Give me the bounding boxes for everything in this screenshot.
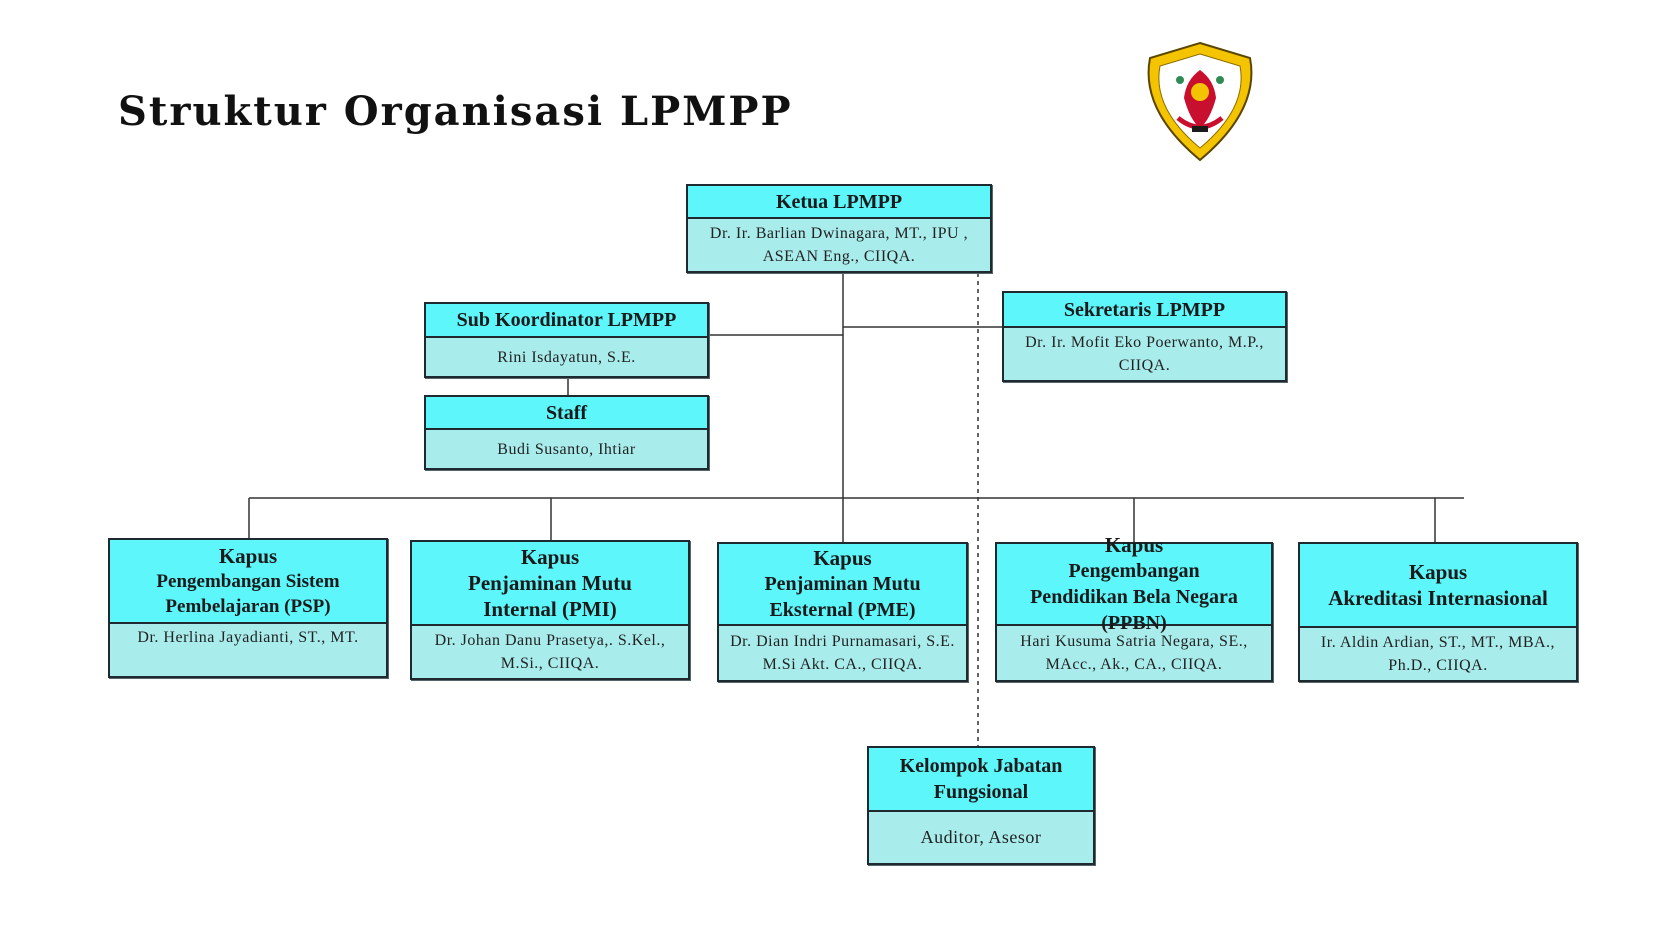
- kapus-pme-name: Dr. Dian Indri Purnamasari, S.E. M.Si Ak…: [730, 633, 955, 673]
- kelompok-jabatan-fungsional-box: Kelompok Jabatan Fungsional Auditor, Ase…: [867, 746, 1095, 865]
- kapus-pmi-name: Dr. Johan Danu Prasetya,. S.Kel., M.Si.,…: [434, 632, 666, 672]
- kapus-pme-box: Kapus Penjaminan Mutu Eksternal (PME) Dr…: [717, 542, 968, 682]
- ketua-box: Ketua LPMPP Dr. Ir. Barlian Dwinagara, M…: [686, 184, 992, 273]
- kapus-psp-unit: Pengembangan Sistem Pembelajaran (PSP): [156, 571, 340, 617]
- kapus-psp-label: Kapus: [218, 544, 278, 568]
- kapus-ai-name: Ir. Aldin Ardian, ST., MT., MBA., Ph.D.,…: [1320, 634, 1556, 674]
- staff-title: Staff: [426, 397, 707, 430]
- kapus-pmi-unit: Penjaminan Mutu Internal (PMI): [468, 571, 632, 621]
- kapus-pmi-box: Kapus Penjaminan Mutu Internal (PMI) Dr.…: [410, 540, 690, 680]
- ketua-name: Dr. Ir. Barlian Dwinagara, MT., IPU , AS…: [709, 225, 969, 265]
- sub-koordinator-box: Sub Koordinator LPMPP Rini Isdayatun, S.…: [424, 302, 709, 378]
- kapus-ai-box: Kapus Akreditasi Internasional Ir. Aldin…: [1298, 542, 1578, 682]
- kapus-pme-unit: Penjaminan Mutu Eksternal (PME): [764, 573, 921, 621]
- kapus-psp-box: Kapus Pengembangan Sistem Pembelajaran (…: [108, 538, 388, 678]
- kapus-ppbn-unit: Pengembangan Pendidikan Bela Negara (PPB…: [1030, 560, 1238, 634]
- kapus-pme-label: Kapus: [813, 546, 872, 570]
- sub-koordinator-title: Sub Koordinator LPMPP: [426, 304, 707, 338]
- staff-name: Budi Susanto, Ihtiar: [497, 440, 636, 458]
- kapus-psp-name: Dr. Herlina Jayadianti, ST., MT.: [137, 629, 359, 646]
- kapus-ppbn-box: Kapus Pengembangan Pendidikan Bela Negar…: [995, 533, 1273, 682]
- staff-box: Staff Budi Susanto, Ihtiar: [424, 395, 709, 470]
- kapus-ppbn-name: Hari Kusuma Satria Negara, SE., MAcc., A…: [1020, 633, 1248, 673]
- kapus-ppbn-label: Kapus: [1104, 533, 1164, 557]
- sekretaris-box: Sekretaris LPMPP Dr. Ir. Mofit Eko Poerw…: [1002, 291, 1287, 382]
- university-emblem-icon: [1147, 41, 1253, 162]
- sub-koordinator-name: Rini Isdayatun, S.E.: [497, 348, 636, 366]
- kapus-pmi-label: Kapus: [520, 545, 580, 569]
- ketua-title: Ketua LPMPP: [688, 186, 990, 219]
- kelompok-title: Kelompok Jabatan Fungsional: [869, 748, 1093, 812]
- sekretaris-name: Dr. Ir. Mofit Eko Poerwanto, M.P., CIIQA…: [1025, 334, 1264, 374]
- kapus-ai-unit: Akreditasi Internasional: [1328, 586, 1548, 610]
- page-title: Struktur Organisasi LPMPP: [118, 88, 793, 135]
- kelompok-name: Auditor, Asesor: [920, 827, 1042, 847]
- kapus-ai-label: Kapus: [1408, 560, 1468, 584]
- sekretaris-title: Sekretaris LPMPP: [1004, 293, 1285, 328]
